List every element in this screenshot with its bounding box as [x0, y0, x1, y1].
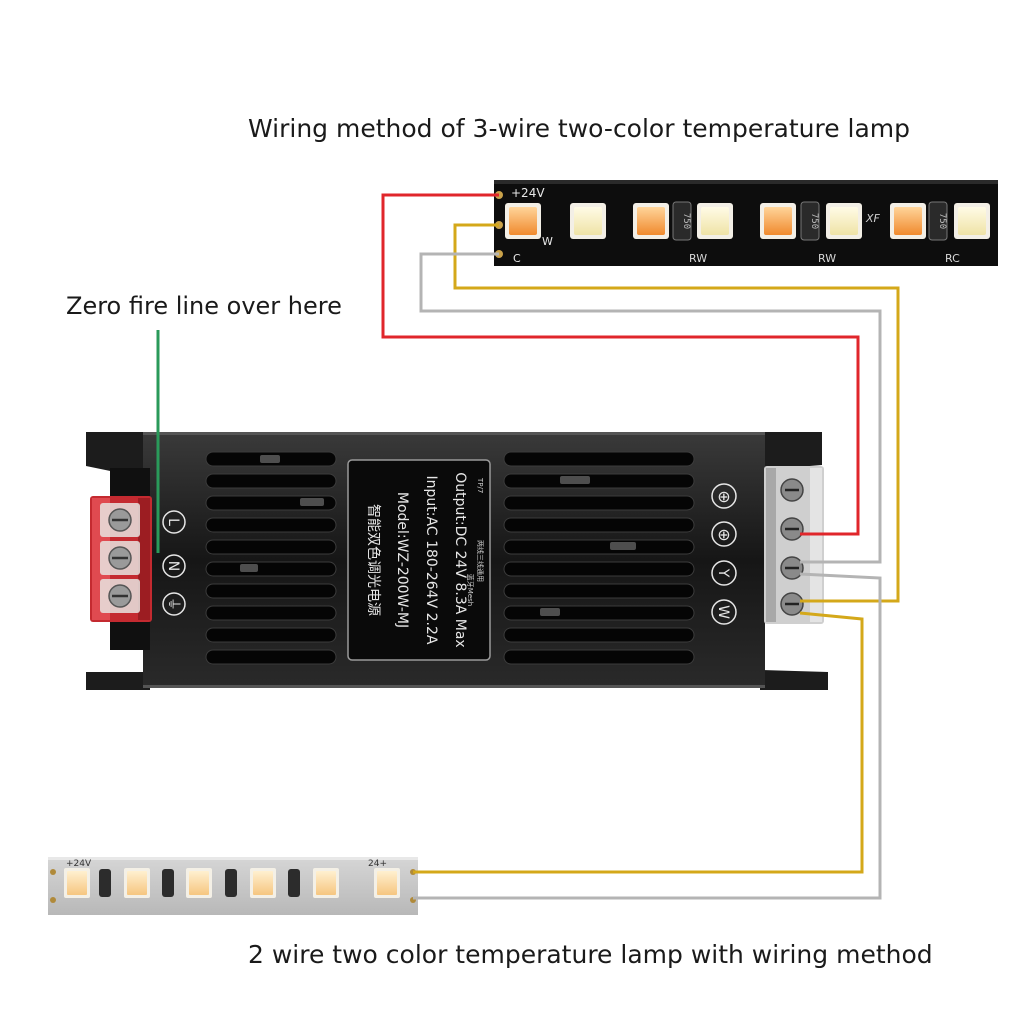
symbol-w: W [715, 605, 731, 619]
wire-yellow-top [453, 223, 900, 603]
driver-label-plate [347, 459, 491, 661]
bottom-strip-resistors [99, 869, 300, 897]
svg-text:750: 750 [809, 213, 819, 229]
svg-text:Output:DC 24V 8.3A Max: Output:DC 24V 8.3A Max [452, 472, 468, 647]
wire-gray-bottom [413, 572, 882, 900]
strip-label-xf: XF [865, 212, 881, 225]
wire-yellow-bottom [413, 611, 864, 874]
input-terminal-block [90, 496, 152, 622]
led-cool [574, 207, 602, 235]
strip-label-plus: +24V [511, 186, 545, 200]
led-warm [637, 207, 665, 235]
symbol-plus-2: ⊕ [717, 525, 730, 544]
zero-fire-caption: Zero fire line over here [66, 292, 342, 320]
power-supply: 智能双色调光电源 Model:WZ-200W-MJ Input:AC 180-2… [86, 432, 828, 690]
driver-label-text: 智能双色调光电源 Model:WZ-200W-MJ Input:AC 180-2… [365, 472, 468, 647]
led-warm [189, 871, 209, 895]
wire-red [381, 193, 860, 536]
strip-label-rw1: RW [689, 252, 707, 265]
wires [156, 193, 900, 900]
symbol-y: Y [715, 568, 731, 578]
wire-gray-top [419, 252, 882, 564]
strip-label-w: W [542, 235, 553, 248]
vent-slots-left [205, 451, 337, 665]
svg-text:蓝牙Mesh: 蓝牙Mesh [466, 574, 475, 606]
bottom-led-strip: +24V 24+ [48, 857, 418, 915]
output-symbols: ⊕ ⊕ Y W [711, 483, 737, 625]
svg-text:750: 750 [937, 213, 947, 229]
led-warm [253, 871, 273, 895]
svg-text:Model:WZ-200W-MJ: Model:WZ-200W-MJ [394, 492, 410, 628]
svg-text:Input:AC 180-264V 2.2A: Input:AC 180-264V 2.2A [423, 476, 439, 645]
two-wire-caption: 2 wire two color temperature lamp with w… [248, 940, 933, 969]
svg-text:智能双色调光电源: 智能双色调光电源 [365, 504, 382, 616]
strip-label-c: C [513, 252, 521, 265]
svg-text:TP/7: TP/7 [476, 477, 484, 493]
symbol-live: L [165, 518, 181, 526]
input-symbols: L N ⏚ [162, 510, 186, 616]
led-cool [958, 207, 986, 235]
led-warm [67, 871, 87, 895]
led-cool [830, 207, 858, 235]
symbol-neutral: N [165, 561, 181, 571]
three-wire-caption: Wiring method of 3-wire two-color temper… [248, 114, 911, 143]
symbol-ground: ⏚ [165, 597, 181, 611]
led-warm [127, 871, 147, 895]
led-warm [377, 871, 397, 895]
vent-slots-right [503, 451, 695, 665]
symbol-plus-1: ⊕ [717, 487, 730, 506]
led-warm [509, 207, 537, 235]
led-warm [894, 207, 922, 235]
output-terminal-block [764, 466, 824, 624]
led-cool [701, 207, 729, 235]
svg-text:两线三线通用: 两线三线通用 [476, 540, 485, 582]
strip-label-rw2: RW [818, 252, 836, 265]
top-led-strip: 750 750 750 +24V W C RW RW RC XF [494, 180, 998, 266]
strip-label-rc: RC [945, 252, 960, 265]
svg-text:750: 750 [681, 213, 691, 229]
top-strip-leds [505, 203, 990, 239]
led-warm [316, 871, 336, 895]
led-warm [764, 207, 792, 235]
bottom-strip-leds [64, 868, 400, 898]
bottom-label-plus-left: +24V [66, 859, 92, 869]
top-strip-resistors: 750 750 750 [672, 201, 948, 241]
bottom-label-plus-right: 24+ [368, 859, 387, 869]
